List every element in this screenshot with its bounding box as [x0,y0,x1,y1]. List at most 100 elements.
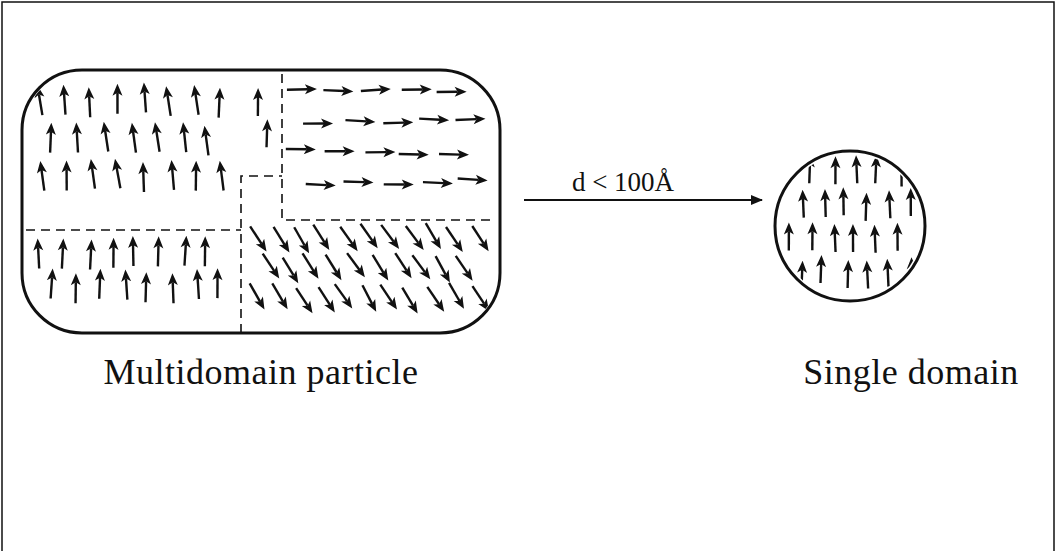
spin-arrow [86,158,100,189]
spin-arrow [150,121,164,152]
spin-arrow [784,156,794,184]
spin-arrows [33,82,494,316]
spin-arrow [402,223,428,253]
spin-arrow [882,258,893,286]
spin-arrow [884,190,895,218]
spin-arrow [796,261,807,289]
spin-arrow [85,239,96,269]
spin-arrow [57,238,68,268]
spin-arrow [820,189,831,217]
particle-label: Multidomain particle [22,352,500,393]
spin-arrow [848,224,858,252]
spin-arrow [452,253,477,283]
spin-arrow [383,117,413,128]
spin-arrow [71,273,81,303]
spin-arrow [896,159,906,187]
spin-arrow [368,252,392,283]
multidomain-particle: Multidomain particle [22,70,500,399]
spin-arrow [153,236,164,266]
size-condition: d < 100Å [570,168,676,198]
spin-arrow [861,193,872,221]
spin-arrow [437,87,467,97]
spin-arrow [784,222,794,250]
spin-arrow [807,222,817,250]
single-domain-particle: Single domain [770,150,1052,399]
spin-arrow [838,187,848,215]
multidomain-outline [22,70,500,333]
spin-arrow [292,285,317,316]
spin-arrow [71,122,83,153]
spin-arrow [141,272,152,302]
spin-arrow [423,284,448,314]
spin-arrow [439,149,469,160]
spin-arrow [306,179,336,191]
spin-arrow [431,254,454,285]
spin-arrow [192,269,204,300]
domain-wall [26,229,241,231]
spin-arrow [399,149,429,160]
spin-arrow [816,255,827,283]
spin-arrow [99,121,113,152]
spin-arrow [138,162,149,192]
spin-arrow [189,84,203,115]
spin-arrow [457,173,488,185]
spin-arrow [262,119,273,147]
spin-arrow [214,87,225,117]
spin-arrow [804,155,815,183]
spin-arrow [212,268,222,298]
spin-arrow [356,221,381,251]
spin-arrow [906,188,916,216]
spin-arrow [365,147,395,157]
spin-arrow [139,82,151,113]
spin-arrow [46,268,58,299]
spin-arrow [421,221,445,252]
spin-arrow [892,223,902,251]
spin-arrow [402,84,432,94]
spin-arrow [391,250,416,281]
spin-arrow [200,125,214,156]
spin-arrow [167,273,178,303]
domain-walls [26,74,496,333]
spin-arrow [906,257,917,285]
spin-arrow [33,85,48,116]
spin-arrow [290,225,314,256]
spin-arrow [325,146,355,156]
spin-arrow [110,158,125,189]
spin-arrow [384,179,414,189]
spin-arrow [423,177,453,188]
spin-arrow [166,160,179,191]
spin-arrow [468,283,493,314]
spin-arrow [442,224,467,254]
spin-arrows [784,155,917,289]
spin-arrow [215,160,229,191]
spin-arrow [120,269,132,300]
spin-arrow [84,87,95,117]
spin-arrow [798,189,809,217]
spin-arrow [343,177,373,188]
spin-arrow [309,222,333,253]
spin-arrow [128,236,139,266]
spin-arrow [862,260,873,288]
spin-arrow [331,281,357,311]
spin-arrow [376,282,401,312]
spin-arrow [377,222,403,252]
spin-arrow [321,252,345,283]
spin-arrow [62,160,72,190]
spin-arrow [161,85,175,116]
spin-arrow [870,155,881,183]
spin-arrow [323,85,353,96]
spin-arrow [314,285,339,316]
spin-arrow [287,84,317,95]
spin-arrow [361,84,392,96]
spin-arrow [419,114,449,126]
spin-arrow [178,122,191,153]
spin-arrow [269,224,293,255]
spin-arrow [445,280,469,311]
spin-arrow [191,161,201,191]
particle-label: Single domain [770,352,1052,393]
spin-arrow [303,118,333,128]
spin-arrow [278,255,302,286]
spin-arrow [246,224,271,255]
